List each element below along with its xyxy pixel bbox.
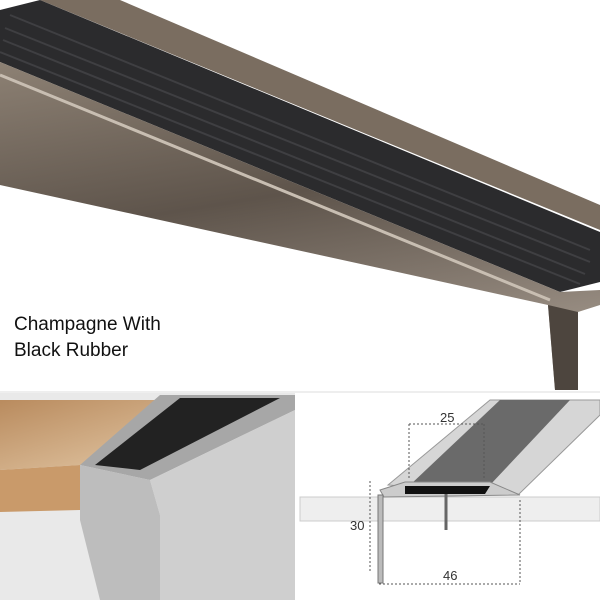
caption-line-2: Black Rubber (14, 340, 129, 361)
dimension-total-width: 46 (443, 568, 458, 583)
dimension-top-width: 25 (440, 410, 455, 425)
caption-line-1: Champagne With (14, 314, 161, 335)
rubber-section (405, 486, 490, 494)
back-rim (40, 0, 600, 230)
product-caption: Champagne With Black Rubber (14, 312, 161, 364)
dimension-height: 30 (350, 518, 365, 533)
main-profile-photo (0, 0, 600, 390)
dimension-diagram (299, 393, 600, 600)
installed-stair-photo (0, 393, 295, 600)
bronze-front-face (0, 62, 600, 390)
